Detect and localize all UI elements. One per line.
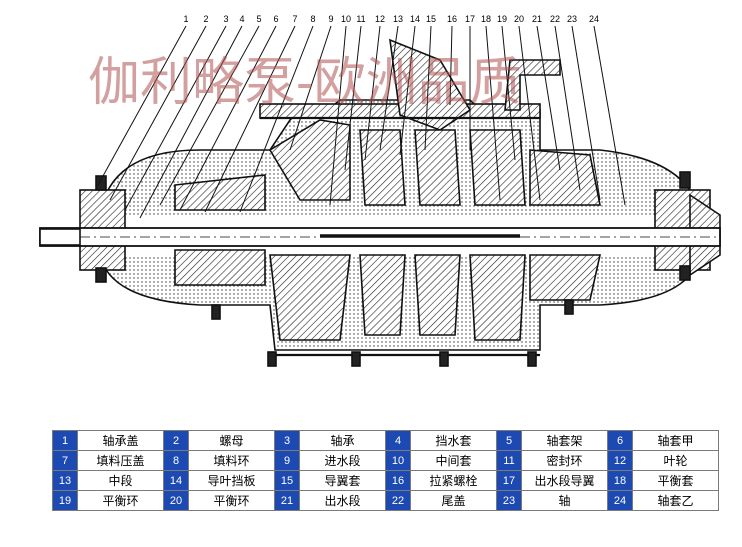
callout-number: 16 <box>447 14 457 24</box>
callout-leader-lines <box>97 25 626 219</box>
legend-part-name: 拉紧螺栓 <box>410 470 497 491</box>
legend-part-number: 7 <box>52 450 78 471</box>
callout-number: 21 <box>532 14 542 24</box>
callout-number: 15 <box>426 14 436 24</box>
callout-number: 20 <box>514 14 524 24</box>
callout-number: 5 <box>256 14 261 24</box>
legend-part-number: 17 <box>496 470 522 491</box>
callout-number: 22 <box>550 14 560 24</box>
legend-part-number: 19 <box>52 490 78 511</box>
legend-part-name: 轴套乙 <box>632 490 719 511</box>
legend-part-name: 密封环 <box>521 450 608 471</box>
legend-part-name: 平衡环 <box>77 490 164 511</box>
legend-part-number: 16 <box>385 470 411 491</box>
callout-number: 7 <box>292 14 297 24</box>
legend-part-name: 轴 <box>521 490 608 511</box>
callout-number: 11 <box>356 14 365 24</box>
callout-number: 6 <box>273 14 278 24</box>
callout-number: 24 <box>589 14 599 24</box>
legend-part-name: 出水段导翼 <box>521 470 608 491</box>
legend-part-number: 11 <box>496 450 522 471</box>
legend-part-number: 5 <box>496 430 522 451</box>
legend-part-number: 23 <box>496 490 522 511</box>
callout-number: 12 <box>375 14 385 24</box>
legend-part-number: 4 <box>385 430 411 451</box>
legend-part-name: 轴承盖 <box>77 430 164 451</box>
legend-part-number: 9 <box>274 450 300 471</box>
legend-part-number: 21 <box>274 490 300 511</box>
legend-part-name: 轴套甲 <box>632 430 719 451</box>
legend-part-number: 20 <box>163 490 189 511</box>
callout-number: 17 <box>465 14 475 24</box>
callout-number: 23 <box>567 14 577 24</box>
legend-part-name: 进水段 <box>299 450 386 471</box>
callout-number: 10 <box>341 14 351 24</box>
legend-part-name: 尾盖 <box>410 490 497 511</box>
legend-part-name: 中间套 <box>410 450 497 471</box>
legend-part-number: 2 <box>163 430 189 451</box>
legend-part-number: 13 <box>52 470 78 491</box>
legend-part-number: 18 <box>607 470 633 491</box>
watermark-text: 伽利略泵-欧洲品质 <box>88 53 522 113</box>
callout-number: 13 <box>393 14 403 24</box>
legend-part-name: 平衡环 <box>188 490 275 511</box>
legend-part-number: 24 <box>607 490 633 511</box>
legend-part-number: 6 <box>607 430 633 451</box>
legend-part-name: 轴套架 <box>521 430 608 451</box>
legend-part-name: 轴承 <box>299 430 386 451</box>
legend-part-name: 出水段 <box>299 490 386 511</box>
legend-part-number: 15 <box>274 470 300 491</box>
legend-part-number: 10 <box>385 450 411 471</box>
callout-number: 18 <box>481 14 491 24</box>
legend-part-number: 22 <box>385 490 411 511</box>
callout-number: 14 <box>410 14 420 24</box>
legend-part-number: 8 <box>163 450 189 471</box>
callout-number: 9 <box>328 14 333 24</box>
callout-number: 4 <box>239 14 244 24</box>
legend-part-number: 3 <box>274 430 300 451</box>
callout-number: 2 <box>203 14 208 24</box>
legend-part-name: 中段 <box>77 470 164 491</box>
callout-number: 8 <box>310 14 315 24</box>
legend-part-name: 螺母 <box>188 430 275 451</box>
callout-number: 19 <box>497 14 507 24</box>
callout-number: 3 <box>223 14 228 24</box>
pump-drawing <box>39 38 721 367</box>
legend-part-number: 12 <box>607 450 633 471</box>
callout-number: 1 <box>183 14 188 24</box>
legend-part-name: 叶轮 <box>632 450 719 471</box>
legend-part-name: 导叶挡板 <box>188 470 275 491</box>
legend-part-number: 14 <box>163 470 189 491</box>
legend-part-number: 1 <box>52 430 78 451</box>
legend-part-name: 导翼套 <box>299 470 386 491</box>
legend-part-name: 填料环 <box>188 450 275 471</box>
legend-part-name: 挡水套 <box>410 430 497 451</box>
legend-part-name: 填料压盖 <box>77 450 164 471</box>
legend-part-name: 平衡套 <box>632 470 719 491</box>
